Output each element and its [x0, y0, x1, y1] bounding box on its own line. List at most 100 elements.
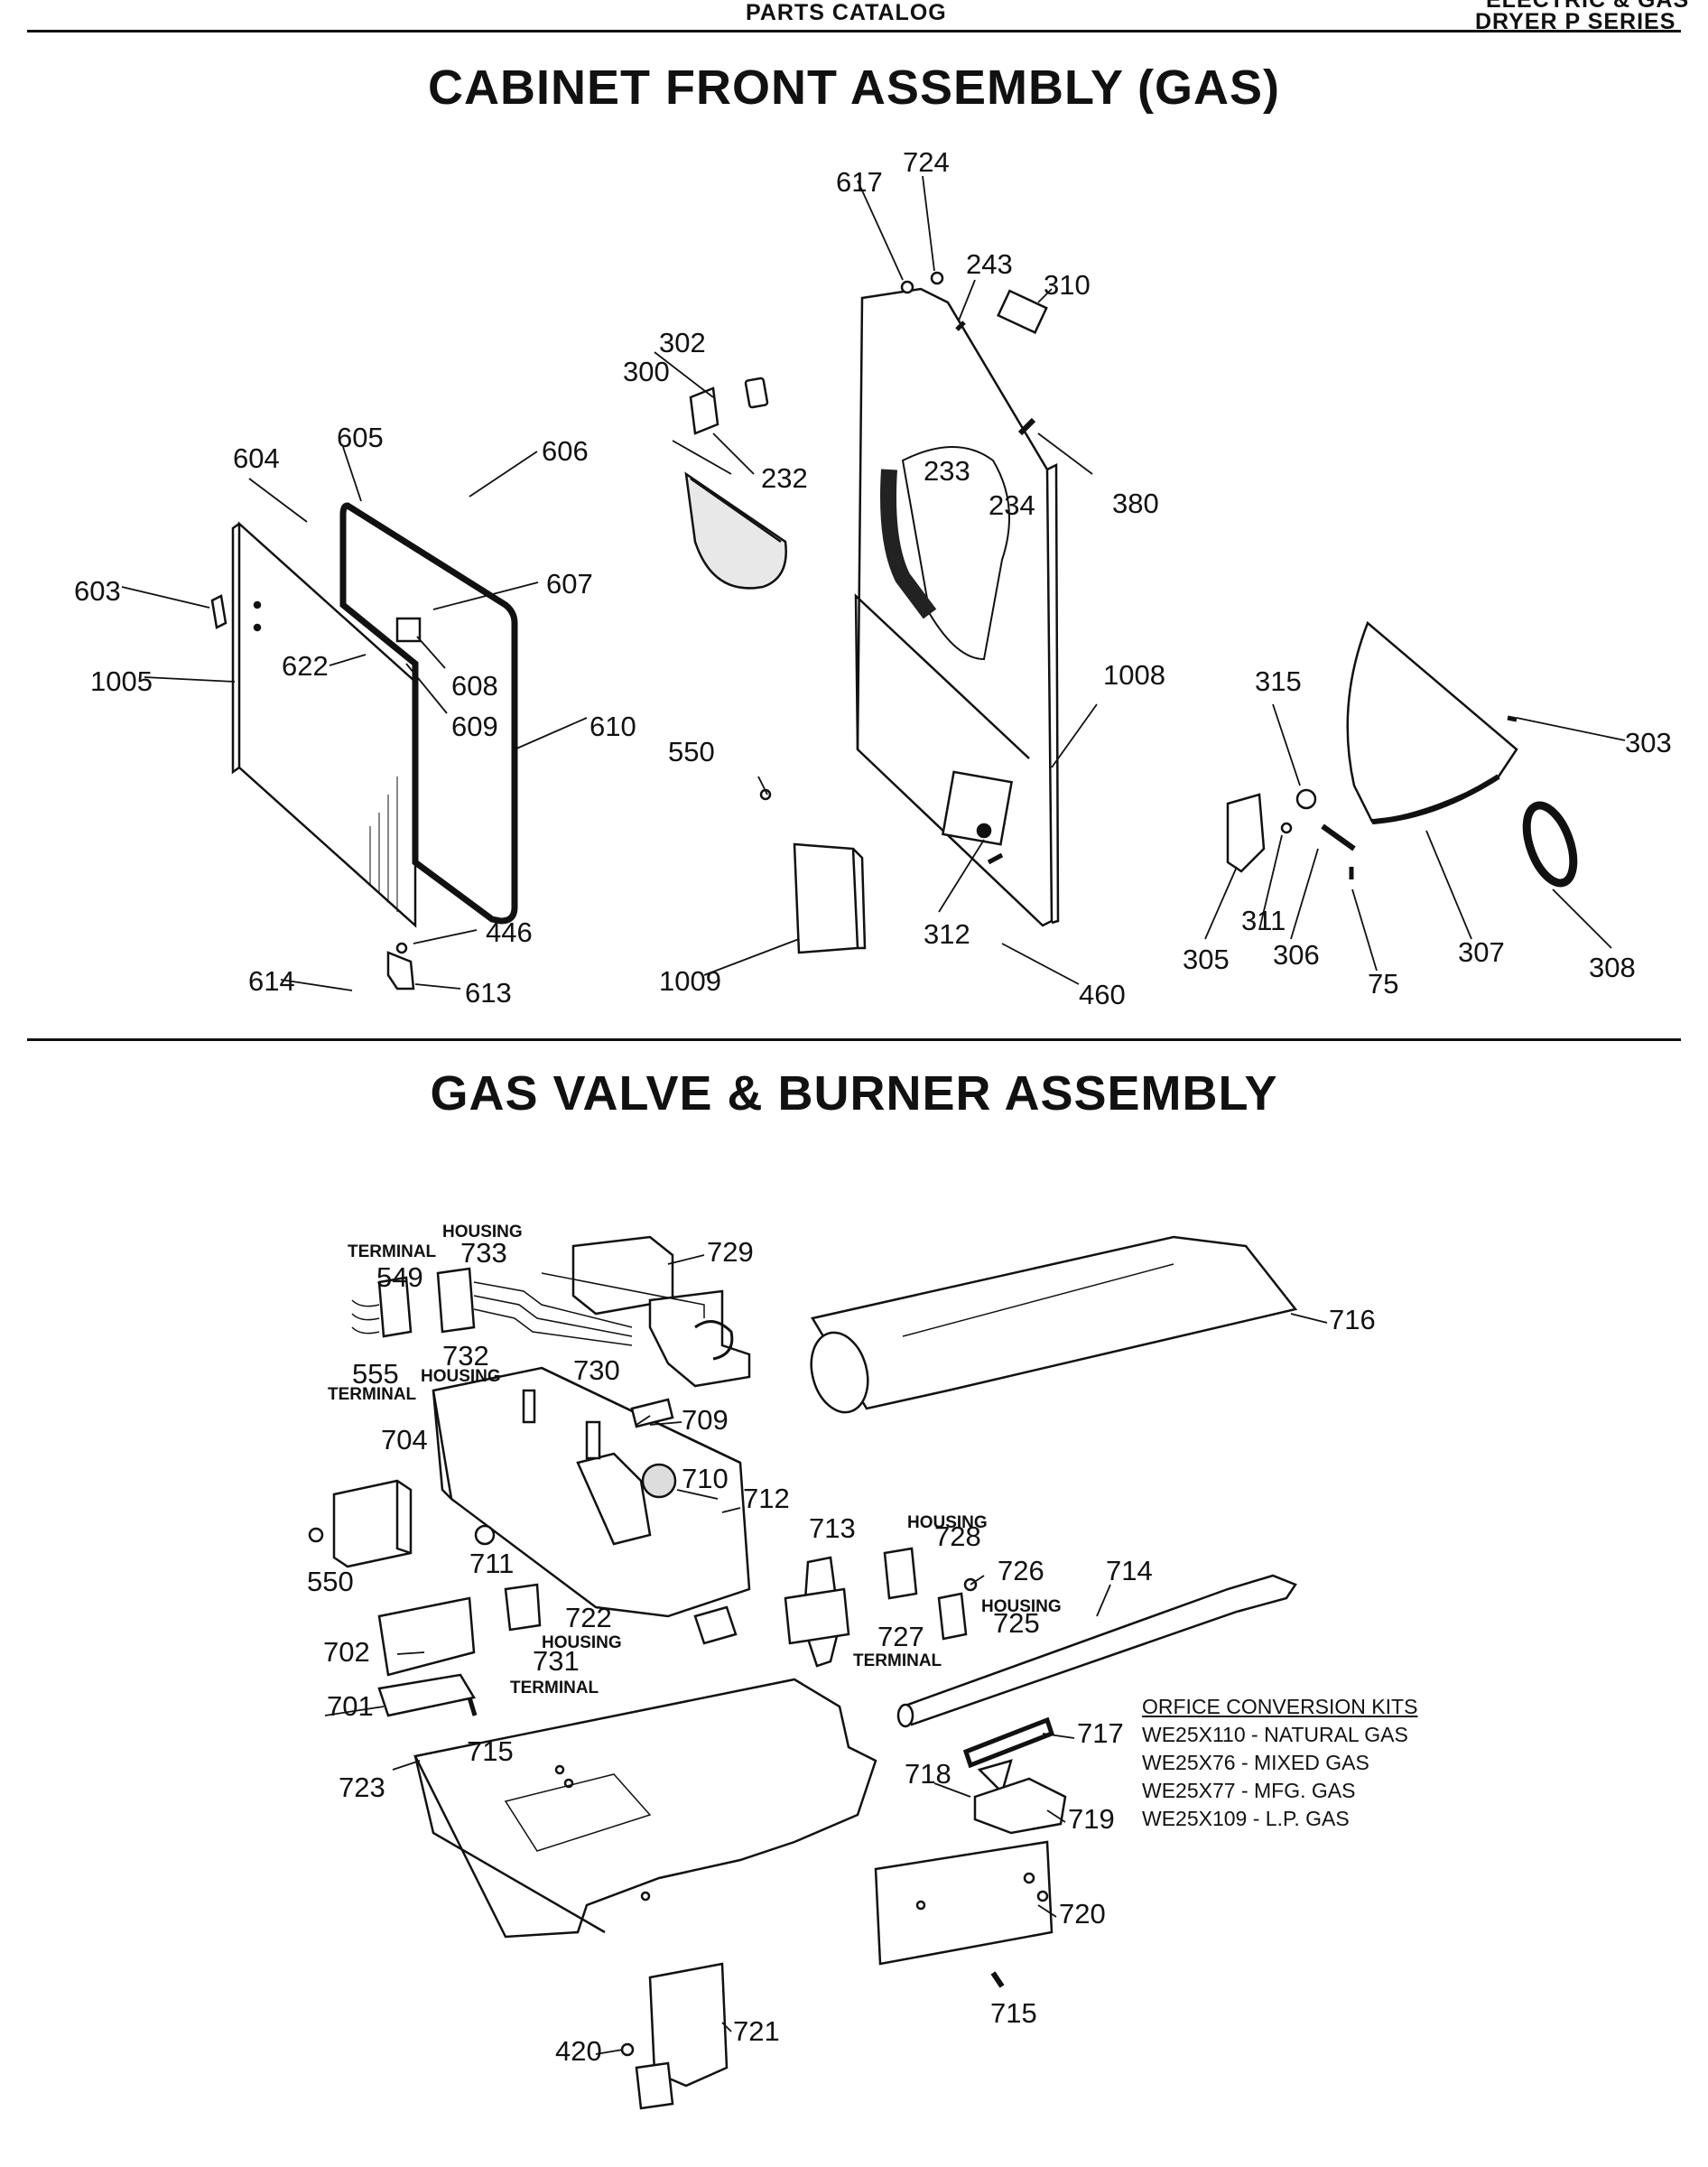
callout-550b: 550 — [307, 1566, 354, 1597]
cabinet-section-title: CABINET FRONT ASSEMBLY (GAS) — [427, 60, 1281, 115]
callout-729: 729 — [707, 1236, 754, 1268]
callout-721: 721 — [733, 2015, 780, 2047]
callout-614: 614 — [248, 965, 295, 997]
label-terminal-731: TERMINAL — [510, 1679, 599, 1697]
gas-valve-712 — [432, 1366, 751, 1645]
callout-603: 603 — [74, 575, 121, 607]
gas-section-title: GAS VALVE & BURNER ASSEMBLY — [430, 1066, 1278, 1121]
callout-311: 311 — [1241, 905, 1286, 936]
label-housing-725: HOUSING — [981, 1597, 1062, 1616]
label-terminal-727: TERMINAL — [853, 1651, 942, 1670]
lint-filter-300 — [684, 377, 787, 590]
callout-608: 608 — [451, 670, 498, 702]
orifice-parts — [874, 1716, 1067, 1988]
control-box-704 — [308, 1479, 496, 1568]
conversion-kit-item: WE25X110 - NATURAL GAS — [1142, 1723, 1408, 1746]
callout-609: 609 — [451, 711, 498, 742]
callout-606: 606 — [542, 435, 589, 467]
callout-727: 727 — [877, 1621, 924, 1652]
callout-315: 315 — [1255, 665, 1302, 697]
callout-722: 722 — [565, 1602, 612, 1633]
callout-728: 728 — [934, 1521, 981, 1552]
callout-604: 604 — [233, 442, 280, 474]
cabinet-leaders — [121, 175, 1626, 991]
callout-232: 232 — [761, 462, 808, 494]
conversion-kits-title: ORFICE CONVERSION KITS — [1142, 1695, 1418, 1718]
callout-312: 312 — [924, 918, 970, 950]
label-terminal-555: TERMINAL — [328, 1385, 417, 1404]
conversion-kit-item: WE25X109 - L.P. GAS — [1142, 1807, 1350, 1830]
callout-549: 549 — [376, 1261, 423, 1293]
callout-607: 607 — [546, 568, 593, 600]
callout-302: 302 — [659, 327, 706, 358]
callout-233: 233 — [924, 455, 970, 487]
label-terminal-549: TERMINAL — [348, 1242, 437, 1261]
callout-701: 701 — [327, 1690, 374, 1722]
callout-715a: 715 — [467, 1735, 514, 1767]
header-rule — [27, 30, 1681, 33]
callout-1009: 1009 — [659, 965, 721, 997]
callout-380: 380 — [1112, 488, 1159, 519]
header-right-top: ELECTRIC & GAS — [1486, 0, 1690, 13]
callout-719: 719 — [1068, 1803, 1115, 1835]
conversion-kit-item: WE25X76 - MIXED GAS — [1142, 1751, 1369, 1774]
callout-709: 709 — [682, 1404, 729, 1436]
callout-605: 605 — [337, 422, 384, 453]
callout-613: 613 — [465, 977, 512, 1009]
callout-720: 720 — [1059, 1898, 1106, 1930]
callout-303: 303 — [1625, 727, 1672, 758]
label-housing-722: HOUSING — [542, 1633, 622, 1652]
burner-tube-716 — [810, 1235, 1298, 1414]
callout-717: 717 — [1077, 1717, 1124, 1749]
callout-704: 704 — [381, 1424, 428, 1456]
valve-fitting-713 — [784, 1556, 850, 1668]
callout-715b: 715 — [990, 1997, 1037, 2029]
shield-721 — [620, 1962, 729, 2110]
callout-75: 75 — [1368, 968, 1398, 1000]
burner-base-723 — [413, 1678, 877, 1939]
callout-1008: 1008 — [1103, 659, 1165, 691]
callout-725: 725 — [993, 1607, 1040, 1639]
callout-731: 731 — [533, 1645, 580, 1677]
section-divider — [27, 1038, 1681, 1041]
wire-harness — [351, 1267, 633, 1346]
callout-460: 460 — [1079, 979, 1126, 1010]
callout-420: 420 — [555, 2035, 602, 2067]
housings-728-725 — [883, 1547, 978, 1641]
label-housing-733: HOUSING — [442, 1223, 523, 1242]
access-cover-1009 — [759, 788, 867, 954]
callout-446: 446 — [486, 916, 533, 948]
callout-733: 733 — [460, 1237, 507, 1269]
callout-710: 710 — [682, 1463, 729, 1494]
cabinet-callouts: 617 724 243 310 302 300 232 380 233 234 … — [74, 146, 1672, 1010]
callout-306: 306 — [1273, 939, 1320, 971]
callout-702: 702 — [323, 1636, 370, 1668]
callout-243: 243 — [966, 248, 1013, 280]
callout-550a: 550 — [668, 736, 715, 767]
gas-pipe-714 — [896, 1574, 1297, 1728]
callout-716: 716 — [1329, 1304, 1376, 1335]
callout-711: 711 — [469, 1548, 514, 1579]
callout-714: 714 — [1106, 1555, 1153, 1586]
callout-713: 713 — [809, 1512, 856, 1544]
callout-1005: 1005 — [90, 665, 153, 697]
label-housing-728: HOUSING — [907, 1513, 988, 1532]
callout-307: 307 — [1458, 936, 1505, 968]
callout-732: 732 — [442, 1340, 489, 1372]
callout-726: 726 — [998, 1555, 1044, 1586]
gas-leaders — [324, 1254, 1328, 2055]
callout-234: 234 — [989, 489, 1035, 521]
callout-712: 712 — [743, 1483, 790, 1514]
callout-617: 617 — [836, 166, 883, 198]
door-panel-1005 — [210, 502, 518, 990]
callout-724: 724 — [903, 146, 950, 178]
callout-730: 730 — [573, 1354, 620, 1386]
wire-labels: HOUSING TERMINAL HOUSING TERMINAL HOUSIN… — [328, 1223, 1062, 1697]
gas-callouts: 729 716 733 549 732 555 730 709 704 710 … — [307, 1236, 1376, 2067]
callout-308: 308 — [1589, 952, 1636, 983]
callout-610: 610 — [589, 711, 636, 742]
callout-723: 723 — [339, 1772, 385, 1803]
label-housing-732: HOUSING — [421, 1367, 501, 1386]
circuit-board-702 — [377, 1583, 542, 1717]
